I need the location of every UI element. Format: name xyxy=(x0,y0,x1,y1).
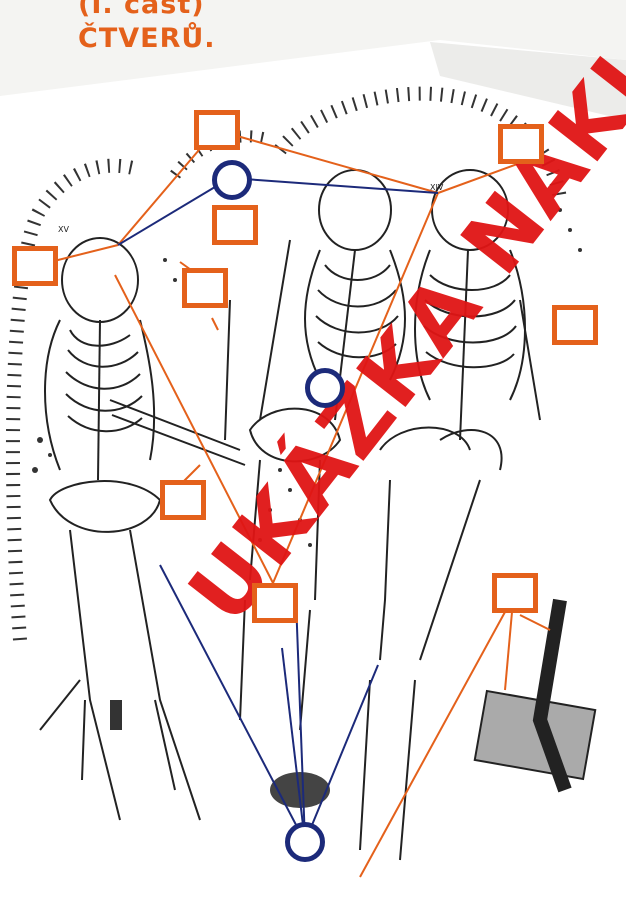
label-box-9[interactable] xyxy=(492,573,538,613)
grave-label-xv: XV xyxy=(58,225,69,234)
label-box-4[interactable] xyxy=(12,246,58,286)
label-box-6[interactable] xyxy=(552,305,598,345)
label-box-5[interactable] xyxy=(182,268,228,308)
label-circle-3[interactable] xyxy=(285,822,325,862)
label-box-3[interactable] xyxy=(212,205,258,245)
label-box-2[interactable] xyxy=(498,124,544,164)
label-circle-1[interactable] xyxy=(212,160,252,200)
label-box-7[interactable] xyxy=(160,480,206,520)
label-box-8[interactable] xyxy=(252,583,298,623)
label-box-1[interactable] xyxy=(194,110,240,150)
label-circle-2[interactable] xyxy=(305,368,345,408)
